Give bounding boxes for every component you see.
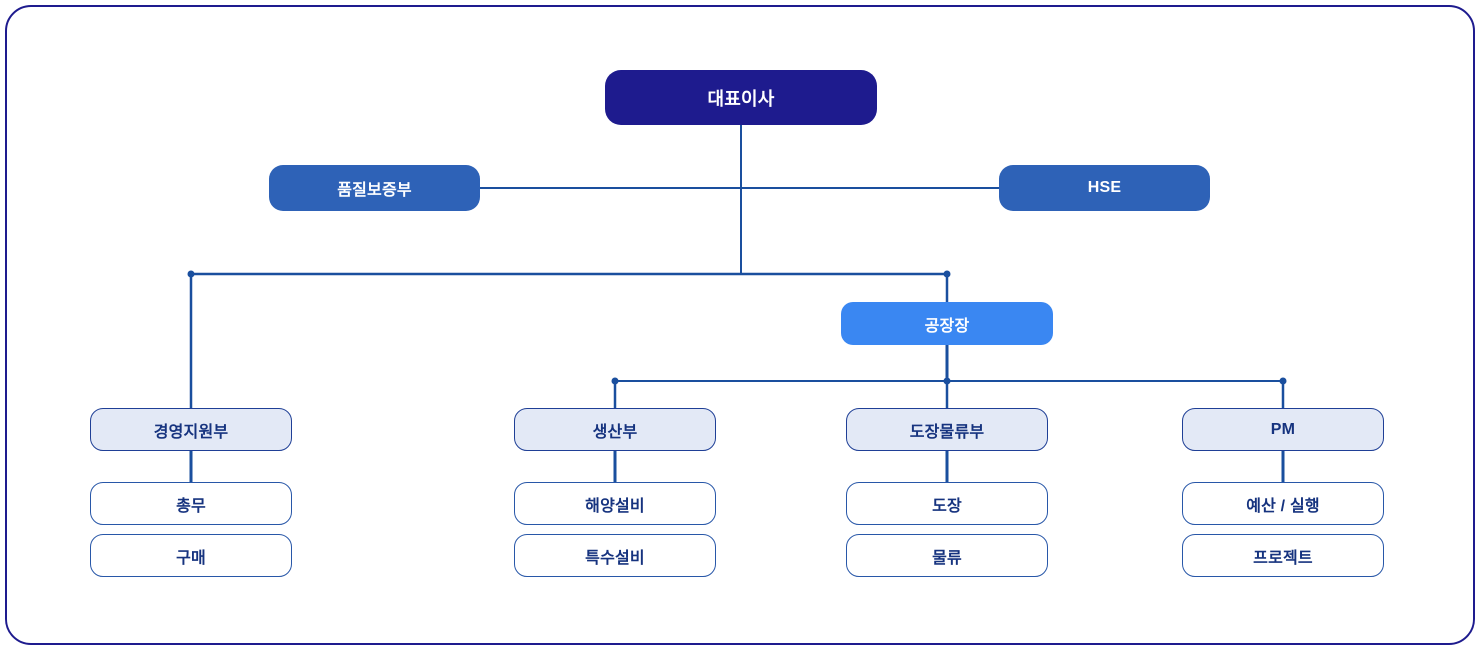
node-team-logistics: 물류 — [846, 534, 1048, 577]
node-team-purchasing: 구매 — [90, 534, 292, 577]
node-quality-assurance: 품질보증부 — [269, 165, 480, 211]
node-dept-production: 생산부 — [514, 408, 716, 451]
node-ceo: 대표이사 — [605, 70, 877, 125]
node-team-marine-equipment: 해양설비 — [514, 482, 716, 525]
node-team-project: 프로젝트 — [1182, 534, 1384, 577]
node-team-painting: 도장 — [846, 482, 1048, 525]
node-dept-management-support: 경영지원부 — [90, 408, 292, 451]
node-team-general-affairs: 총무 — [90, 482, 292, 525]
node-hse: HSE — [999, 165, 1210, 211]
node-team-special-equipment: 특수설비 — [514, 534, 716, 577]
node-dept-painting-logistics: 도장물류부 — [846, 408, 1048, 451]
node-factory-manager: 공장장 — [841, 302, 1053, 345]
node-team-budget-execution: 예산 / 실행 — [1182, 482, 1384, 525]
node-dept-pm: PM — [1182, 408, 1384, 451]
